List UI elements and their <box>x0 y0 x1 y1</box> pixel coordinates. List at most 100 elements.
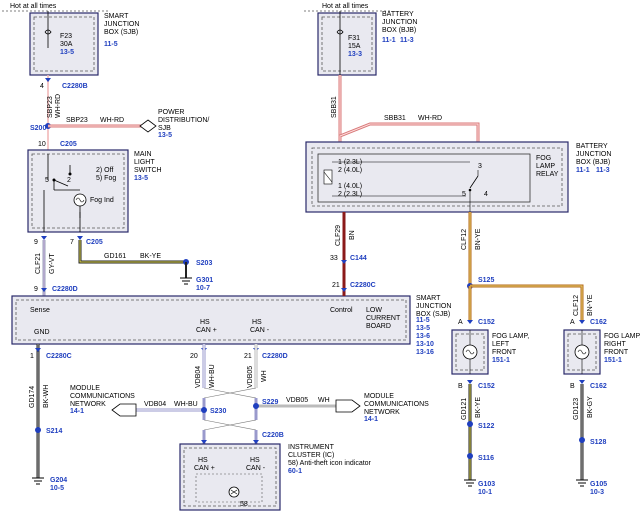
splice-s214-label: S214 <box>46 428 62 435</box>
wire-vdb04: VDB04 <box>195 366 202 388</box>
relay-pin-3: 3 <box>478 163 482 170</box>
lcb-ref-3: 13-6 <box>416 333 430 340</box>
sjb-fuse-box <box>29 12 99 76</box>
relay-pin-2-2-3l: 2 (2.3L) <box>338 191 362 198</box>
wire-clf21: CLF21 <box>35 253 42 274</box>
ground-g105: G105 <box>590 481 607 488</box>
bjb-fuse-box <box>317 12 377 76</box>
c152-a-connector: C152 <box>478 319 495 326</box>
c2280d-pin-20: 20 <box>190 353 198 360</box>
wire-clf29: CLF29 <box>335 225 342 246</box>
hot-at-all-times-right: Hot at all times <box>322 3 369 10</box>
c162-b-connector: C162 <box>590 383 607 390</box>
c2280b-connector: C2280B <box>62 83 88 90</box>
switch-fog-label: 5) Fog <box>96 175 116 182</box>
c2280d-pin-21: 21 <box>244 353 252 360</box>
switch-pos-5: 5 <box>45 177 49 184</box>
lcb-ref-2: 13-5 <box>416 325 430 332</box>
splice-s214 <box>35 427 41 433</box>
fuse-f23-ref: 13-5 <box>60 49 74 56</box>
splice-s230 <box>201 407 207 413</box>
mcn-right-ref: 14-1 <box>364 416 378 423</box>
wire-whbu: WH-BU <box>209 364 216 388</box>
fuse-f23-label: F23 <box>60 33 72 40</box>
c162-b-pin: B <box>570 383 575 390</box>
wire-gd161: GD161 <box>104 253 126 260</box>
wire-bkgy: BK-GY <box>587 396 594 418</box>
ground-g105-ref: 10-3 <box>590 489 604 496</box>
wire-gd121: GD121 <box>461 398 468 420</box>
wire-bkwh: BK-WH <box>43 385 50 408</box>
bjb-ref-1: 11-1 <box>382 37 396 44</box>
wire-vdb04-horizontal: VDB04 <box>144 401 166 408</box>
lcb-ref-4: 13-10 <box>416 341 434 348</box>
power-distribution-arrow <box>139 119 157 133</box>
fog-indicator-label: Fog Ind <box>90 197 114 204</box>
c144-connector: C144 <box>350 255 367 262</box>
splice-s125-label: S125 <box>478 277 494 284</box>
c220b-connector: C220B <box>262 432 284 439</box>
c144-pin-33: 33 <box>330 255 338 262</box>
fuse-f31-amp: 15A <box>348 43 361 50</box>
fog-lamp-left-ref: 151-1 <box>492 357 510 364</box>
wire-whrd-horizontal: WH-RD <box>100 117 124 124</box>
fuse-f23-amp: 30A <box>60 41 73 48</box>
bjb2-ref-1: 11-1 <box>576 167 590 174</box>
wire-vdb05: VDB05 <box>247 366 254 388</box>
fog-lamp-right-ref: 151-1 <box>604 357 622 364</box>
wire-sbb31-horizontal: SBB31 <box>384 115 406 122</box>
ic-subtitle: 58) Anti-theft icon indicator <box>288 460 372 467</box>
wire-clf12-a: CLF12 <box>461 229 468 250</box>
wire-sbp23-horizontal: SBP23 <box>66 117 88 124</box>
c162-a-pin: A <box>570 319 575 326</box>
hot-at-all-times-left: Hot at all times <box>10 3 57 10</box>
c2280d-pin-9: 9 <box>34 286 38 293</box>
splice-s203-label: S203 <box>196 260 212 267</box>
c2280c-pin-21: 21 <box>332 282 340 289</box>
ground-g204: G204 <box>50 477 67 484</box>
wire-gyvt: GY-VT <box>49 253 56 274</box>
splice-s128-label: S128 <box>590 439 606 446</box>
wire-whrd-relay: WH-RD <box>418 115 442 122</box>
c205-top-connector: C205 <box>60 141 77 148</box>
c2280c-pin-1: 1 <box>30 353 34 360</box>
switch-off-label: 2) Off <box>96 167 113 174</box>
c2280d-bottom-connector: C2280D <box>262 353 288 360</box>
relay-pin-1-2-3l: 1 (2.3L) <box>338 159 362 166</box>
c152-b-connector: C152 <box>478 383 495 390</box>
power-distribution-ref: 13-5 <box>158 132 172 139</box>
main-light-switch-box <box>27 149 129 233</box>
lcb-sense-label: Sense <box>30 307 50 314</box>
wire-vdb05-horizontal: VDB05 <box>286 397 308 404</box>
lcb-gnd-label: GND <box>34 329 50 336</box>
c205-pin-9: 9 <box>34 239 38 246</box>
ground-g103-ref: 10-1 <box>478 489 492 496</box>
wire-bn: BN <box>349 230 356 240</box>
mcn-left-arrow <box>111 403 137 417</box>
c205-pin-7: 7 <box>70 239 74 246</box>
lcb-ref-5: 13-16 <box>416 349 434 356</box>
splice-s122-label: S122 <box>478 423 494 430</box>
splice-s229 <box>253 403 259 409</box>
wire-wh-horizontal: WH <box>318 397 330 404</box>
lcb-ref-1: 11-5 <box>416 317 430 324</box>
splice-s229-label: S229 <box>262 399 278 406</box>
bjb2-ref-2: 11-3 <box>596 167 610 174</box>
bjb-ref-2: 11-3 <box>400 37 414 44</box>
wire-bnye-a: BN-YE <box>475 228 482 250</box>
c2280b-pin: 4 <box>40 83 44 90</box>
wire-bnye-b: BN-YE <box>587 294 594 316</box>
ground-g301: G301 <box>196 277 213 284</box>
ground-g204-ref: 10-5 <box>50 485 64 492</box>
splice-s116 <box>467 453 473 459</box>
